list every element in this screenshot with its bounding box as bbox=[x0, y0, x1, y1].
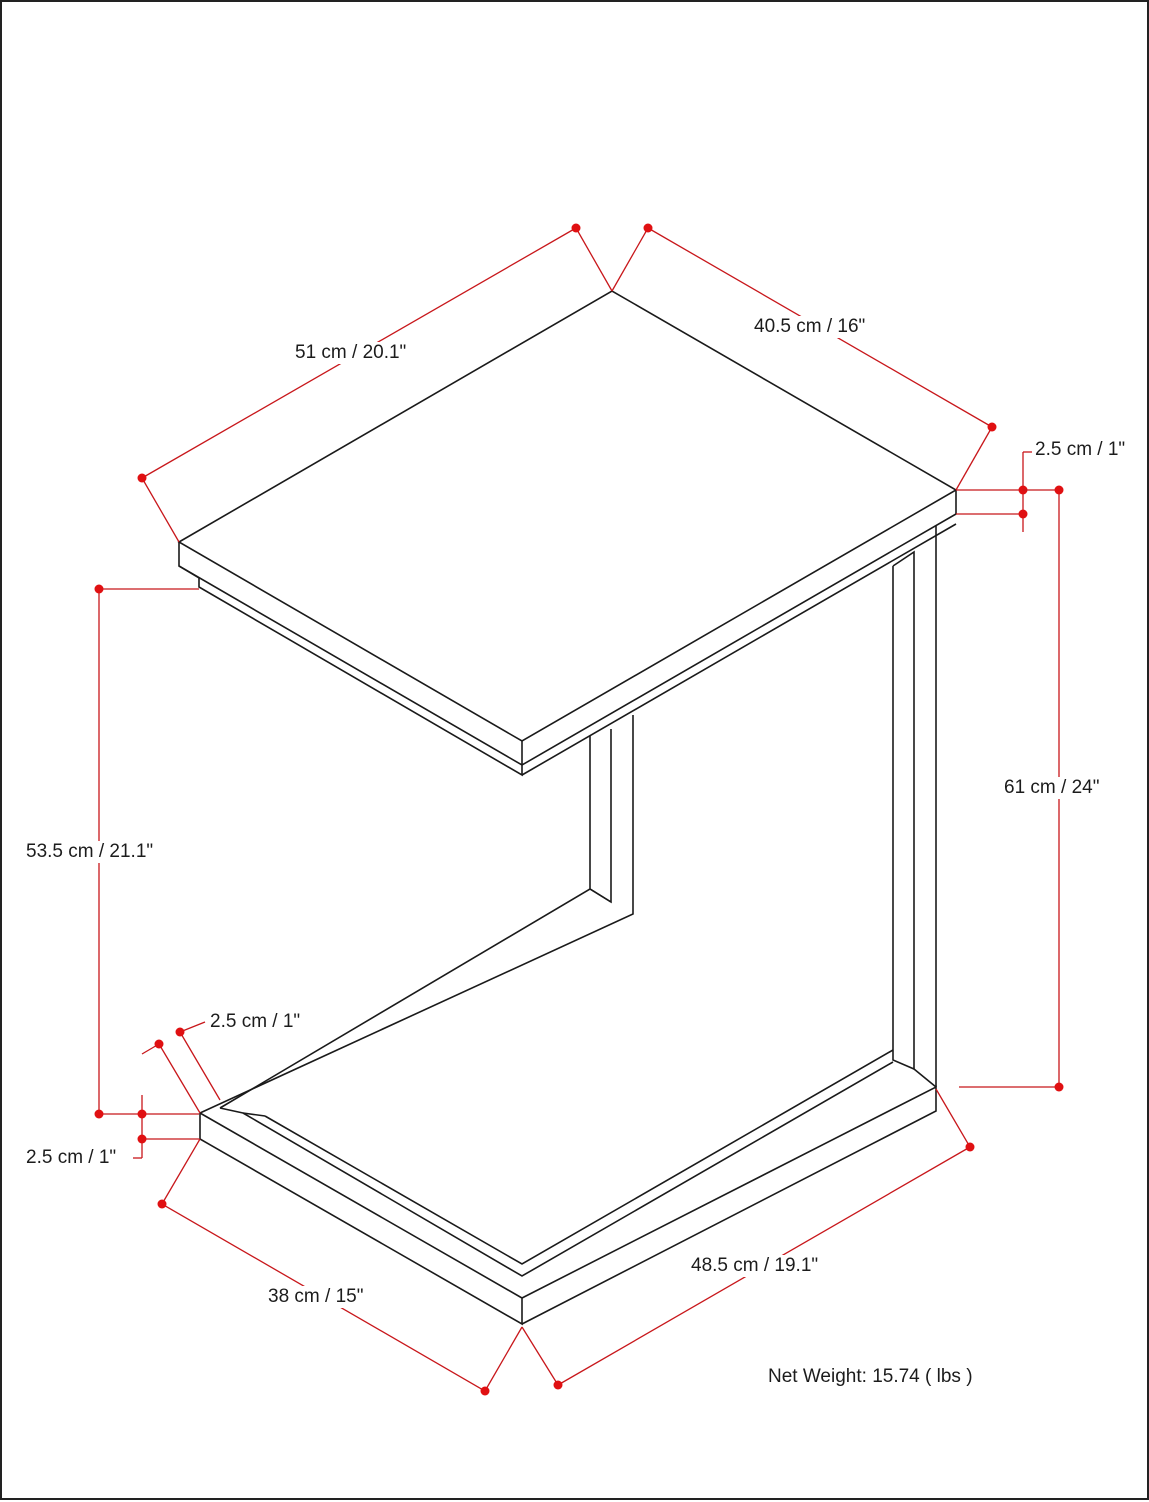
label-frame-width: 2.5 cm / 1" bbox=[210, 1011, 301, 1033]
label-top-width: 51 cm / 20.1" bbox=[295, 342, 407, 364]
label-overall-height: 61 cm / 24" bbox=[1004, 777, 1100, 799]
label-base-thickness: 2.5 cm / 1" bbox=[26, 1147, 117, 1169]
label-top-depth: 40.5 cm / 16" bbox=[754, 316, 866, 338]
label-top-thickness: 2.5 cm / 1" bbox=[1035, 439, 1126, 461]
back-frame-post bbox=[892, 526, 937, 1088]
dim-top-thickness bbox=[956, 451, 1032, 532]
dim-base-thickness bbox=[133, 1095, 199, 1159]
label-clearance-height: 53.5 cm / 21.1" bbox=[26, 841, 154, 863]
base-frame bbox=[199, 1049, 937, 1326]
label-base-width: 48.5 cm / 19.1" bbox=[691, 1255, 819, 1277]
dim-frame-width bbox=[141, 1021, 221, 1114]
front-frame-post bbox=[199, 715, 634, 1114]
table-apron bbox=[178, 523, 957, 777]
dim-width-51cm bbox=[137, 223, 613, 543]
dim-depth-40-5cm bbox=[611, 223, 997, 491]
label-base-depth: 38 cm / 15" bbox=[268, 1286, 364, 1308]
net-weight: Net Weight: 15.74 ( lbs ) bbox=[768, 1366, 973, 1388]
